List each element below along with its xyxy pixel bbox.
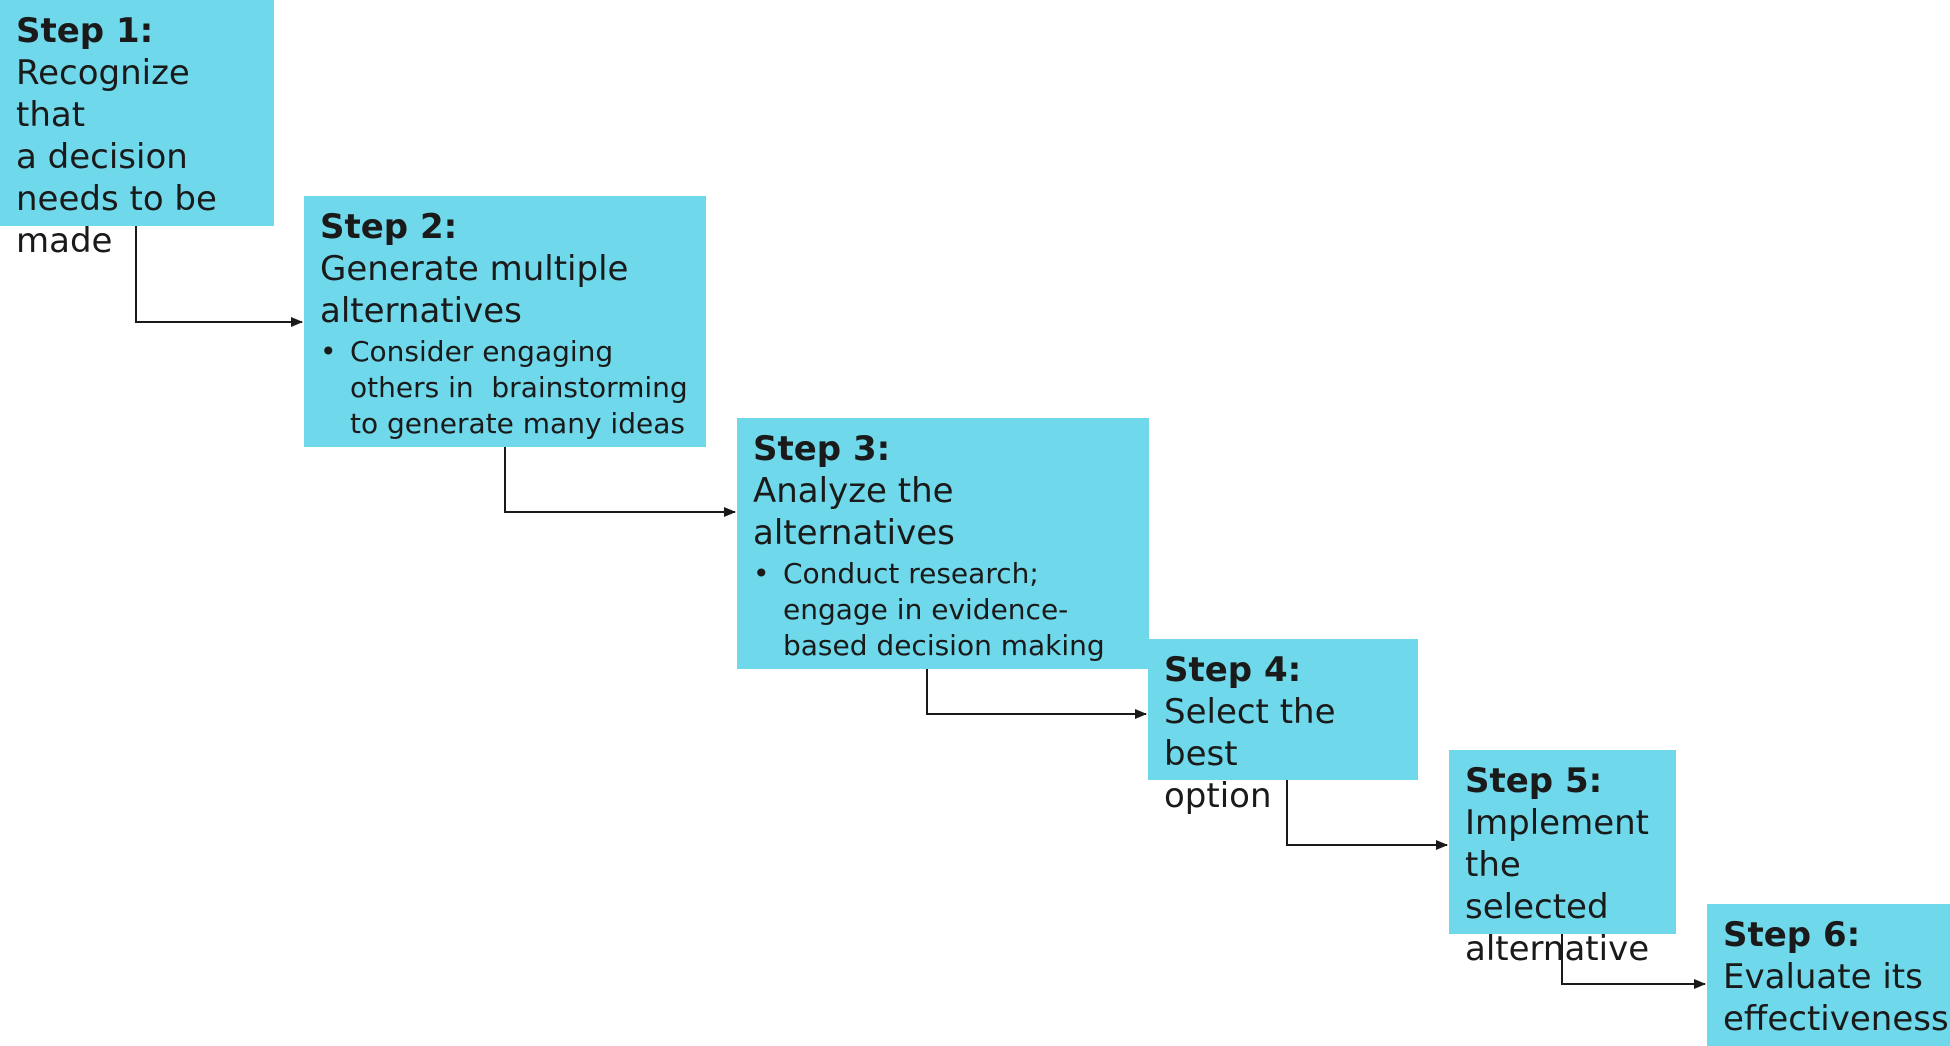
step-1-title: Step 1: [16, 11, 154, 51]
step-2-box: Step 2: Generate multiple alternatives •… [304, 196, 706, 447]
step-4-text-line: Select the best [1164, 692, 1336, 774]
step-6-box: Step 6: Evaluate its effectiveness [1707, 904, 1950, 1046]
step-3-bullet-item: • Conduct research; engage in evidence- … [753, 556, 1133, 664]
step-1-text-line: Recognize that [16, 53, 190, 135]
arrow-step5-to-step6 [1561, 934, 1706, 989]
step-5-text-line: Implement [1465, 803, 1650, 843]
bullet-icon: • [753, 557, 770, 590]
step-2-bullet-line: Consider engaging [350, 335, 614, 368]
step-3-text-line: Analyze the [753, 471, 954, 511]
step-5-text-line: alternative [1465, 929, 1650, 969]
step-1-box: Step 1: Recognize that a decision needs … [0, 0, 274, 261]
bullet-icon: • [320, 335, 337, 368]
arrow-step3-to-step4 [926, 669, 1147, 719]
step-4-box: Step 4: Select the best option [1148, 639, 1418, 816]
step-2-bullet-line: to generate many ideas [350, 407, 685, 440]
step-6-text-line: Evaluate its [1723, 957, 1923, 997]
step-5-box: Step 5: Implement the selected alternati… [1449, 750, 1676, 969]
step-3-box: Step 3: Analyze the alternatives • Condu… [737, 418, 1149, 669]
step-3-title: Step 3: [753, 429, 891, 469]
arrow-step4-to-step5 [1286, 780, 1448, 850]
step-5-text-line: the selected [1465, 845, 1609, 927]
step-3-text-line: alternatives [753, 513, 955, 553]
step-3-bullet-line: engage in evidence- [783, 593, 1069, 626]
step-6-text-line: effectiveness [1723, 999, 1949, 1039]
step-1-text-line: needs to be [16, 179, 217, 219]
step-6-title: Step 6: [1723, 915, 1861, 955]
arrow-step1-to-step2 [135, 226, 303, 327]
step-4-title: Step 4: [1164, 650, 1302, 690]
arrow-step2-to-step3 [504, 447, 736, 517]
step-3-bullet-line: Conduct research; [783, 557, 1039, 590]
step-2-bullet-line: others in brainstorming [350, 371, 688, 404]
step-2-bullet-item: • Consider engaging others in brainstorm… [320, 334, 690, 442]
step-2-bullet-list: • Consider engaging others in brainstorm… [320, 334, 690, 442]
step-4-text-line: option [1164, 776, 1272, 816]
step-3-bullet-line: based decision making [783, 629, 1105, 662]
step-2-text-line: alternatives [320, 291, 522, 331]
step-1-text-line: made [16, 221, 113, 261]
step-2-text-line: Generate multiple [320, 249, 629, 289]
step-3-bullet-list: • Conduct research; engage in evidence- … [753, 556, 1133, 664]
step-5-title: Step 5: [1465, 761, 1603, 801]
step-1-text-line: a decision [16, 137, 188, 177]
step-2-title: Step 2: [320, 207, 458, 247]
